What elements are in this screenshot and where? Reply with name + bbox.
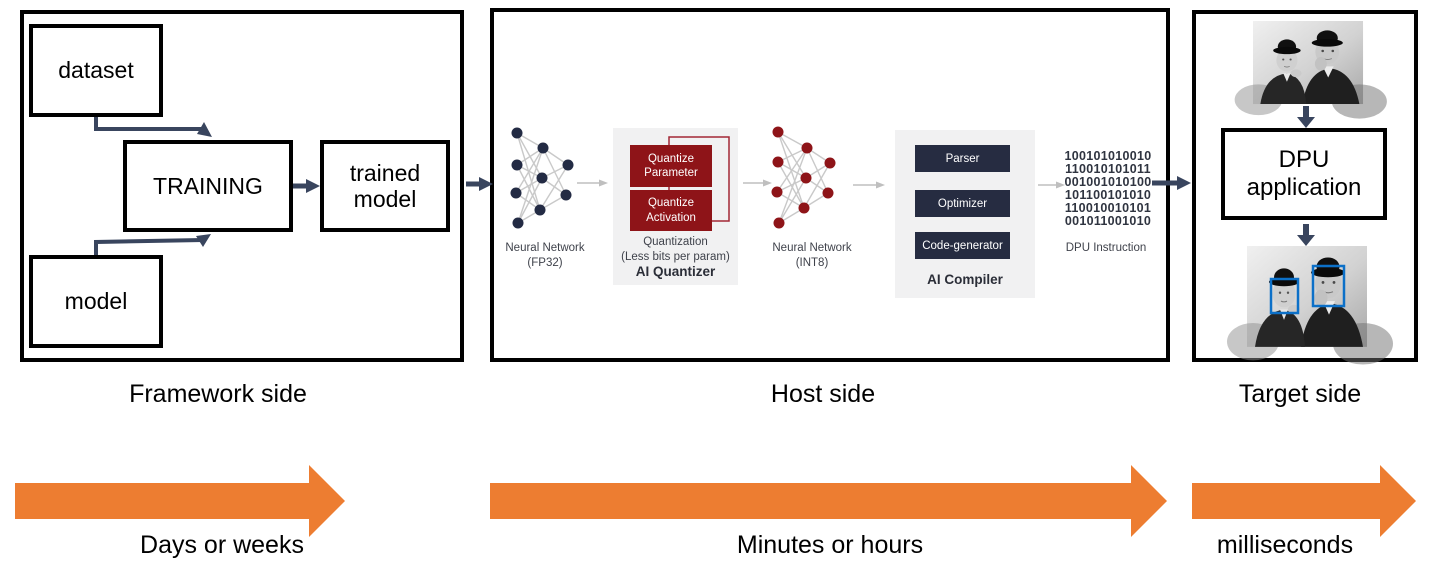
ai-compiler-title: AI Compiler <box>927 272 1003 287</box>
parser-box: Parser <box>915 145 1010 172</box>
timeline-arrow-framework <box>15 465 345 537</box>
trained-model-label: trained model <box>349 159 421 212</box>
framework-to-host-arrow <box>466 177 493 191</box>
dpu-instruction-binary: 100101010010 110010101011 001001010100 1… <box>1064 149 1152 228</box>
dpu-instruction-caption: DPU Instruction <box>1065 242 1147 254</box>
quantize-activation-box: Quantize Activation <box>630 190 712 231</box>
dpu-application-box: DPU application <box>1221 128 1387 220</box>
timeline-arrow-host <box>490 465 1167 537</box>
dataset-label: dataset <box>58 57 134 84</box>
training-box: TRAINING <box>123 140 293 232</box>
timeline-label-minutes: Minutes or hours <box>736 531 924 559</box>
training-label: TRAINING <box>153 172 263 199</box>
model-label: model <box>64 288 128 315</box>
timeline-label-days: Days or weeks <box>140 531 304 559</box>
optimizer-box: Optimizer <box>915 190 1010 217</box>
ai-quantizer-title: AI Quantizer <box>635 264 716 279</box>
trained-model-box: trained model <box>320 140 450 232</box>
dataset-box: dataset <box>29 24 163 117</box>
timeline-arrow-target <box>1192 465 1416 537</box>
quantize-parameter-box: Quantize Parameter <box>630 145 712 187</box>
dpu-application-label: DPU application <box>1246 146 1362 201</box>
nn-fp32-caption: Neural Network (FP32) <box>505 242 585 269</box>
timeline-label-milliseconds: milliseconds <box>1216 531 1354 559</box>
framework-side-label: Framework side <box>129 380 307 408</box>
target-side-label: Target side <box>1238 380 1362 408</box>
quantizer-caption: Quantization (Less bits per param) <box>621 236 730 263</box>
framework-side-box <box>20 10 464 362</box>
nn-int8-caption: Neural Network (INT8) <box>772 242 852 269</box>
code-generator-box: Code-generator <box>915 232 1010 259</box>
model-box: model <box>29 255 163 348</box>
host-side-label: Host side <box>770 380 876 408</box>
